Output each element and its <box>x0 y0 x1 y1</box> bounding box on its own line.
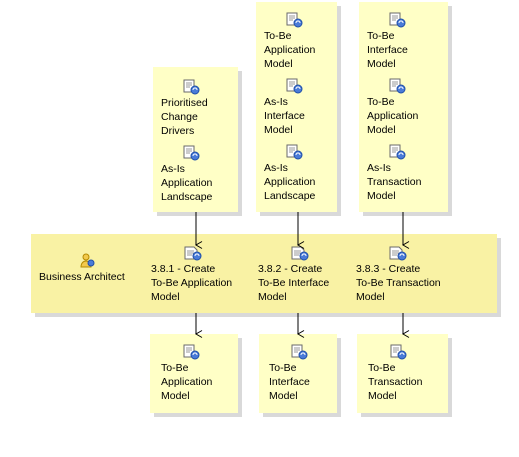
task-3-8-2[interactable]: 3.8.2 - Create To-Be Interface Model <box>258 245 362 304</box>
artifact-item[interactable]: Prioritised Change Drivers <box>161 79 239 138</box>
artifact-icon <box>183 145 200 161</box>
artifact-item[interactable]: To-Be Transaction Model <box>368 344 446 403</box>
artifact-label: To-Be Application Model <box>161 362 213 402</box>
swimlane <box>31 234 497 313</box>
artifact-item[interactable]: To-Be Interface Model <box>367 12 445 71</box>
task-label: 3.8.2 - Create To-Be Interface Model <box>258 263 330 303</box>
artifact-item[interactable]: As-Is Transaction Model <box>367 144 445 203</box>
artifact-icon <box>286 78 303 94</box>
artifact-label: Prioritised Change Drivers <box>161 97 208 137</box>
output-box-task2: To-Be Interface Model <box>259 334 337 413</box>
artifact-item[interactable]: To-Be Interface Model <box>269 344 347 403</box>
artifact-icon <box>390 344 407 360</box>
role-business-architect[interactable]: Business Architect <box>39 252 139 284</box>
artifact-label: As-Is Transaction Model <box>367 162 422 202</box>
input-box-task1: Prioritised Change Drivers As-Is Applica… <box>153 67 238 212</box>
input-box-task2: To-Be Application Model As-Is Interface … <box>256 2 337 212</box>
artifact-item[interactable]: As-Is Application Landscape <box>161 145 239 204</box>
task-icon <box>389 246 407 261</box>
input-box-task3: To-Be Interface Model To-Be Application … <box>359 2 448 212</box>
output-box-task3: To-Be Transaction Model <box>357 334 448 413</box>
artifact-icon <box>389 12 406 28</box>
task-3-8-3[interactable]: 3.8.3 - Create To-Be Transaction Model <box>356 245 460 304</box>
artifact-label: To-Be Interface Model <box>367 30 408 70</box>
role-icon <box>80 253 95 268</box>
artifact-label: To-Be Application Model <box>264 30 316 70</box>
task-icon <box>291 246 309 261</box>
artifact-label: To-Be Application Model <box>367 96 419 136</box>
task-label: 3.8.3 - Create To-Be Transaction Model <box>356 263 441 303</box>
artifact-icon <box>389 78 406 94</box>
artifact-label: As-Is Application Landscape <box>264 162 316 202</box>
artifact-label: As-Is Application Landscape <box>161 163 213 203</box>
role-label: Business Architect <box>39 271 125 283</box>
artifact-item[interactable]: To-Be Application Model <box>161 344 239 403</box>
task-3-8-1[interactable]: 3.8.1 - Create To-Be Application Model <box>151 245 255 304</box>
artifact-item[interactable]: As-Is Interface Model <box>264 78 342 137</box>
output-box-task1: To-Be Application Model <box>150 334 238 413</box>
artifact-label: To-Be Interface Model <box>269 362 310 402</box>
artifact-item[interactable]: To-Be Application Model <box>367 78 445 137</box>
artifact-icon <box>291 344 308 360</box>
artifact-label: To-Be Transaction Model <box>368 362 423 402</box>
task-label: 3.8.1 - Create To-Be Application Model <box>151 263 233 303</box>
artifact-item[interactable]: As-Is Application Landscape <box>264 144 342 203</box>
artifact-icon <box>183 79 200 95</box>
task-icon <box>184 246 202 261</box>
artifact-label: As-Is Interface Model <box>264 96 305 136</box>
artifact-icon <box>183 344 200 360</box>
artifact-item[interactable]: To-Be Application Model <box>264 12 342 71</box>
artifact-icon <box>286 12 303 28</box>
artifact-icon <box>286 144 303 160</box>
artifact-icon <box>389 144 406 160</box>
